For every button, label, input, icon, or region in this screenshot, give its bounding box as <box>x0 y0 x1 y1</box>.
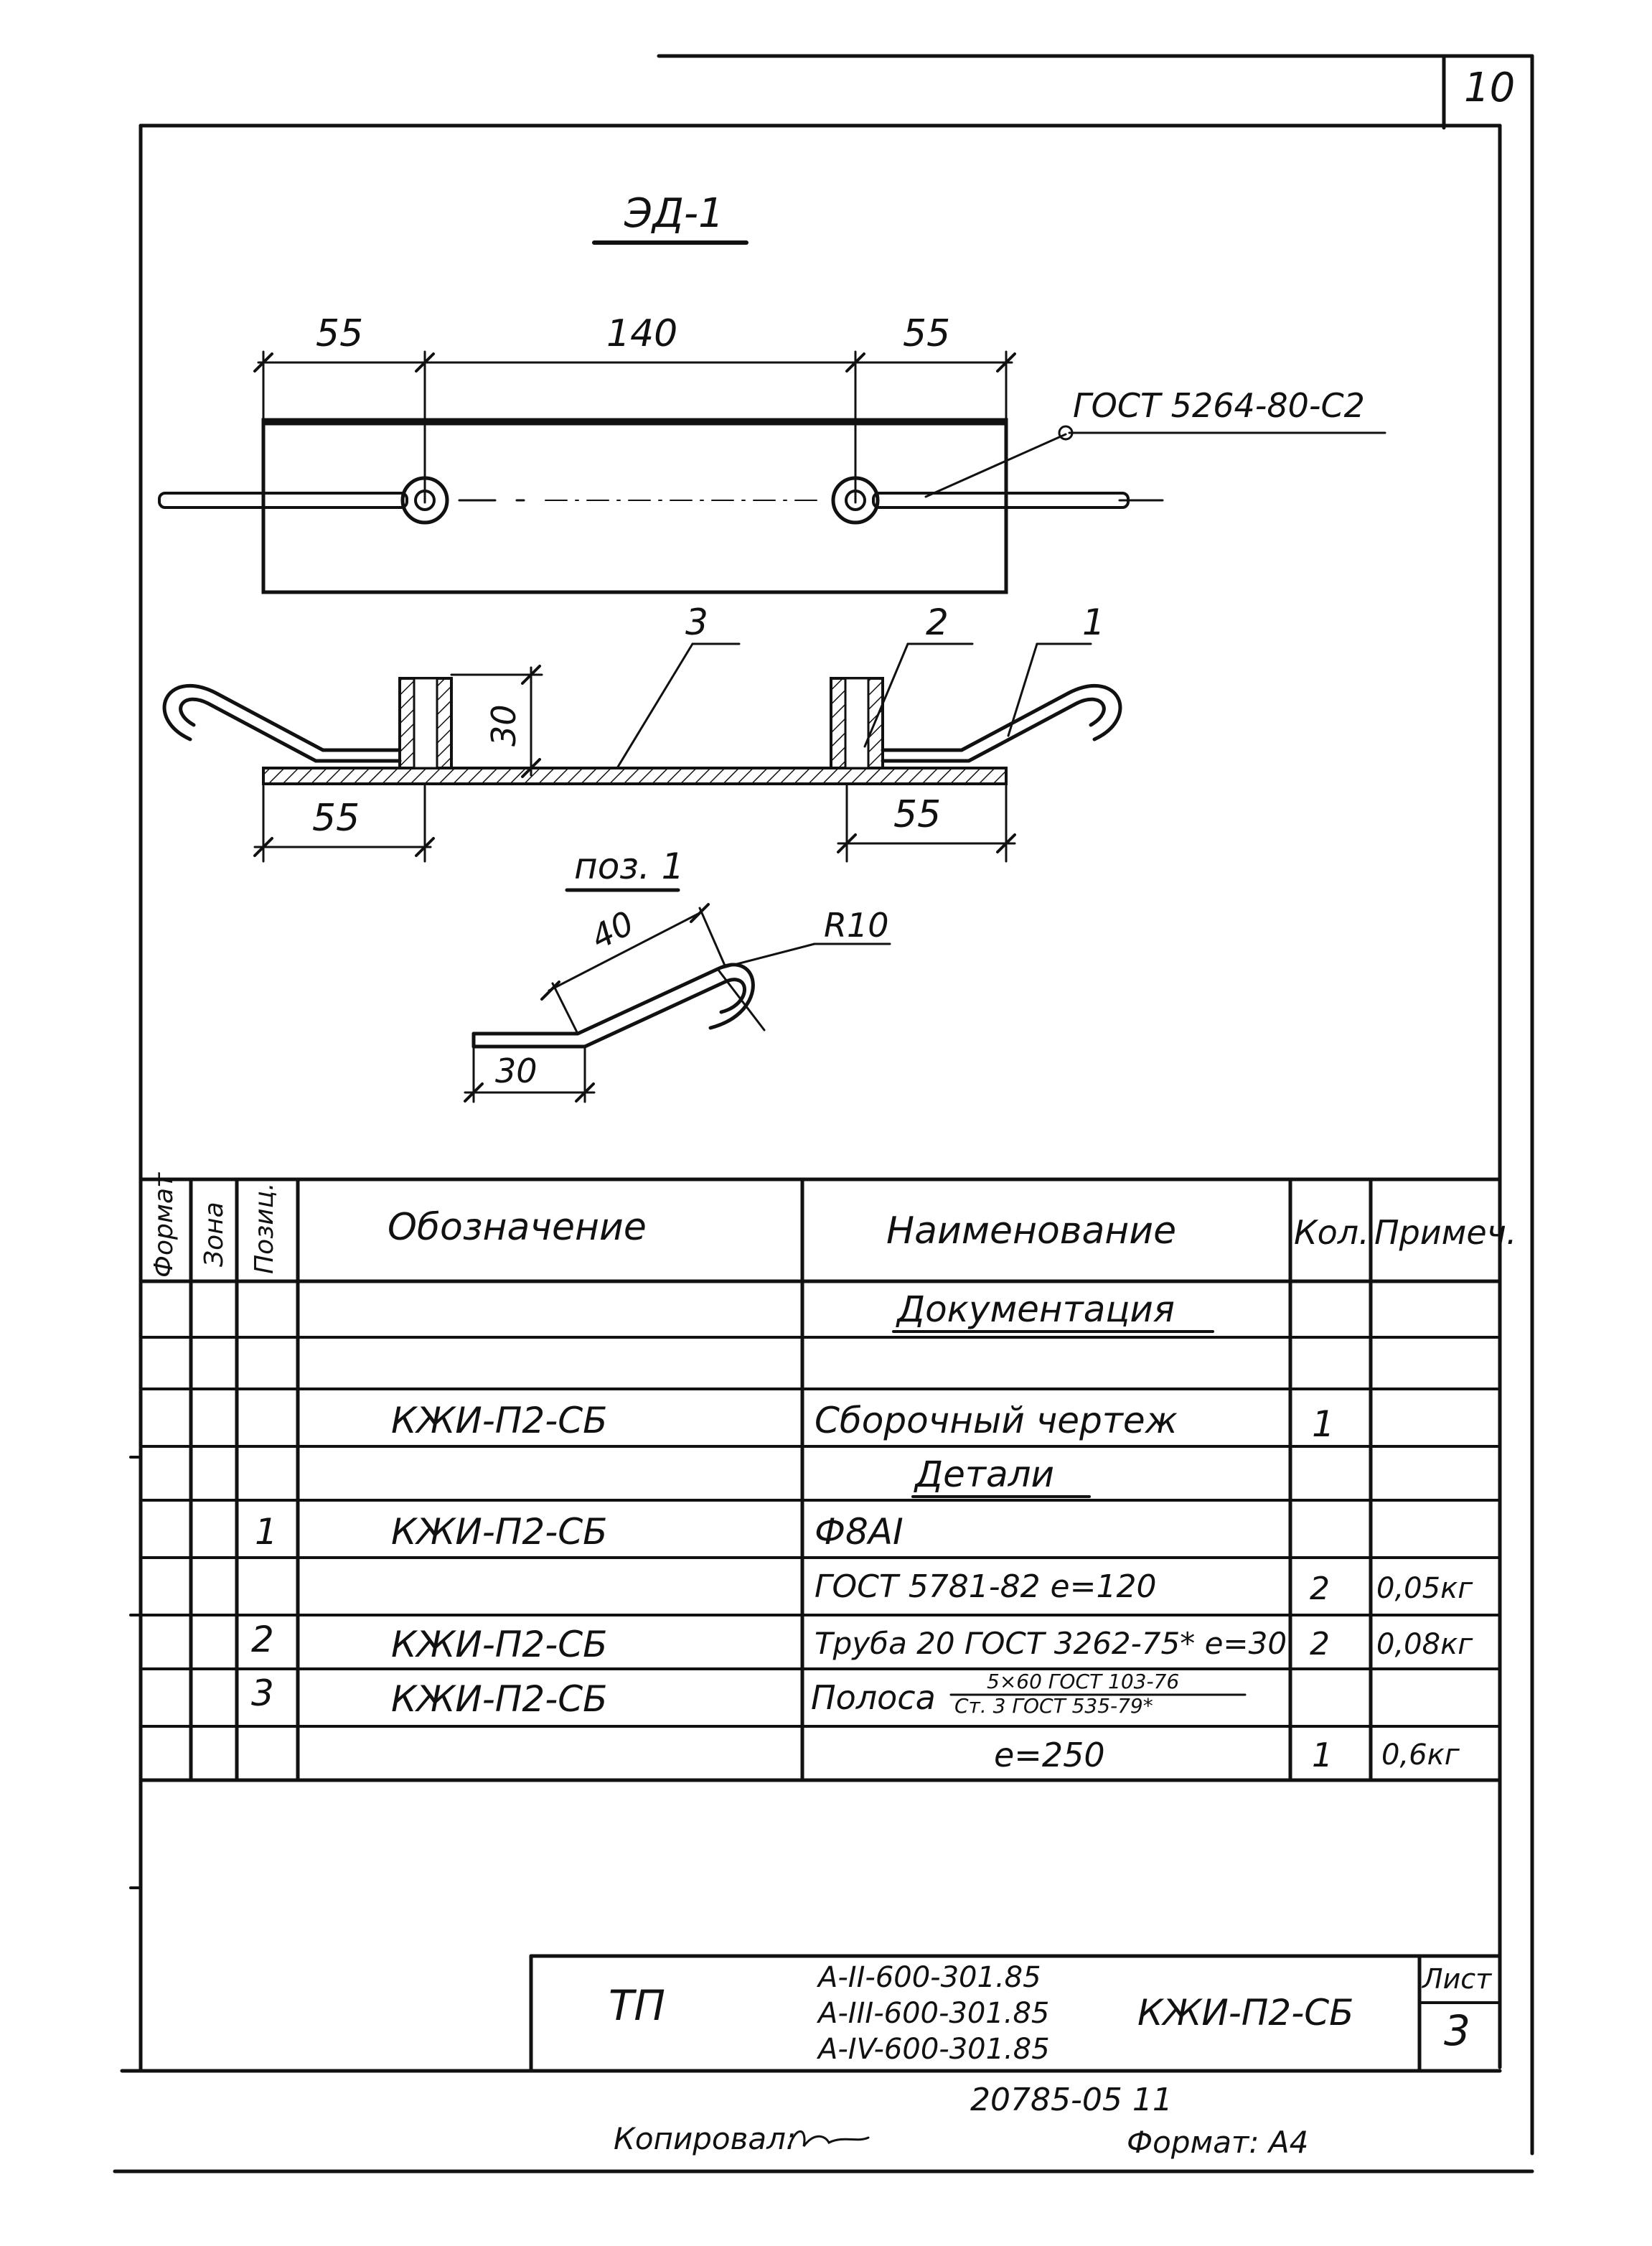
titleblock-series-1: А-II-600-301.85 <box>818 1961 1041 1994</box>
row-2-position: 2 <box>251 1619 274 1660</box>
row-1-designation: КЖИ-П2-СБ <box>391 1511 608 1553</box>
row-2-designation: КЖИ-П2-СБ <box>391 1624 608 1665</box>
titleblock-tp: ТП <box>609 1981 666 2030</box>
strip-spec-bottom: Ст. 3 ГОСТ 535-79* <box>954 1694 1153 1718</box>
header-name: Наименование <box>886 1209 1177 1253</box>
row-3-designation: КЖИ-П2-СБ <box>391 1678 608 1720</box>
row-1b-note: 0,05кг <box>1376 1572 1473 1605</box>
dim-top-middle: 140 <box>606 312 678 355</box>
callout-1: 1 <box>1082 602 1105 643</box>
titleblock-code: КЖИ-П2-СБ <box>1137 1992 1354 2034</box>
footer-number: 20785-05 11 <box>970 2082 1173 2118</box>
header-qty: Кол. <box>1294 1213 1369 1252</box>
row-3b-name: е=250 <box>994 1736 1105 1774</box>
header-note: Примеч. <box>1374 1213 1517 1252</box>
row-2-qty: 2 <box>1310 1626 1330 1662</box>
titleblock-series-2: А-III-600-301.85 <box>818 1997 1050 2030</box>
header-zone: Зона <box>200 1202 229 1267</box>
strip-spec-top: 5×60 ГОСТ 103-76 <box>987 1670 1180 1693</box>
weld-standard-label: ГОСТ 5264-80-С2 <box>1073 386 1365 425</box>
drawing-title: ЭД-1 <box>624 190 724 237</box>
row-3-name: Полоса <box>811 1678 936 1717</box>
footer-copied-by: Копировал: <box>614 2121 797 2156</box>
row-assembly-qty: 1 <box>1312 1403 1335 1445</box>
titleblock-sheet-label: Лист <box>1422 1963 1492 1995</box>
row-assembly-name: Сборочный чертеж <box>815 1400 1178 1441</box>
row-details-name: Детали <box>915 1454 1055 1495</box>
row-3b-note: 0,6кг <box>1381 1739 1460 1772</box>
row-3-position: 3 <box>251 1672 274 1714</box>
callout-2: 2 <box>926 602 949 643</box>
dim-height: 30 <box>484 704 523 747</box>
page-number: 10 <box>1464 65 1516 111</box>
dim-bottom-left: 55 <box>312 797 360 840</box>
footer-format: Формат: А4 <box>1127 2125 1309 2160</box>
row-2-note: 0,08кг <box>1376 1628 1473 1661</box>
callout-3: 3 <box>685 602 708 643</box>
header-position: Позиц. <box>250 1182 279 1274</box>
row-1b-qty: 2 <box>1310 1571 1330 1607</box>
bend-radius-label: R10 <box>824 906 889 945</box>
header-designation: Обозначение <box>388 1206 647 1249</box>
titleblock-series-3: А-IV-600-301.85 <box>818 2033 1050 2066</box>
header-format: Формат <box>149 1172 179 1278</box>
row-3b-qty: 1 <box>1312 1736 1333 1774</box>
titleblock-sheet-number: 3 <box>1444 2006 1470 2055</box>
row-1-position: 1 <box>255 1511 278 1553</box>
dim-pos-short: 30 <box>495 1052 538 1090</box>
row-assembly-designation: КЖИ-П2-СБ <box>391 1400 608 1441</box>
row-2-name: Труба 20 ГОСТ 3262-75* е=30 <box>815 1626 1287 1661</box>
dim-top-left: 55 <box>316 312 364 355</box>
row-1b-name: ГОСТ 5781-82 е=120 <box>815 1568 1157 1605</box>
position-detail-label: поз. 1 <box>574 846 685 887</box>
dim-bottom-right: 55 <box>893 793 942 836</box>
dim-top-right: 55 <box>903 312 951 355</box>
row-documentation-name: Документация <box>897 1288 1175 1330</box>
row-1-name: Ф8АI <box>815 1511 904 1553</box>
